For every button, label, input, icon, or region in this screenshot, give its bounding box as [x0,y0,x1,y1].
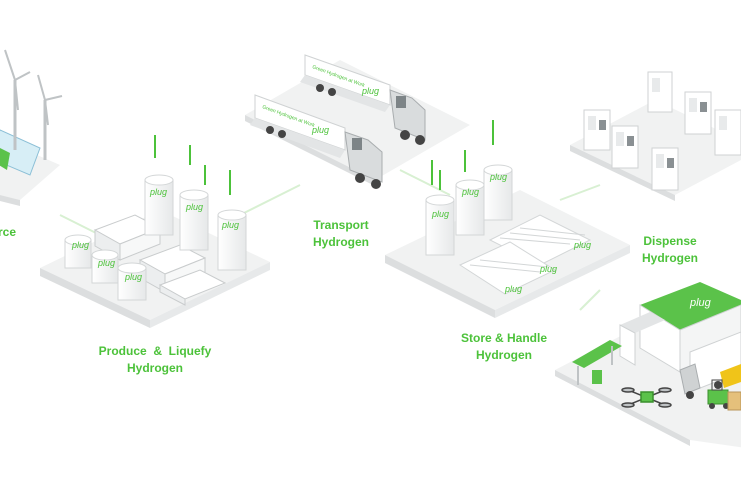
hydrogen-tank-icon [91,249,119,284]
stage-label-store-line1: Store & Handle [460,331,547,345]
plug-logo: plug [124,272,142,282]
plug-logo: plug [71,240,89,250]
dispenser-icon [714,109,741,156]
produce-equipment: plug plug plug plug plug plug [64,135,247,306]
plug-logo: plug [539,264,557,274]
hydrogen-tank-icon [455,179,485,236]
solar-panel-icon [0,129,41,176]
plug-logo: plug [221,220,239,230]
stage-label-transport-line1: Transport [313,218,369,232]
plug-logo: plug [311,125,329,135]
wind-turbine-icon [4,49,31,150]
stage-label-dispense: Dispense Hydrogen [625,233,715,267]
plug-logo: plug [573,240,591,250]
store-equipment: plug plug plug plug plug plug [425,120,592,295]
dispenser-icon [583,109,611,151]
canopy [572,340,622,385]
plug-logo: plug [185,202,203,212]
stage-label-produce-line2: Hydrogen [126,361,183,375]
stage-label-source: rce [0,224,16,241]
source-platform [0,49,63,206]
hydrogen-tank-icon [179,189,209,251]
stage-label-store: Store & Handle Hydrogen [448,330,560,364]
hydrogen-tank-icon [144,174,174,236]
plug-logo: plug [461,187,479,197]
truck-icon: Green Hydrogen at Work plug [250,94,383,189]
container-unit [158,269,227,306]
wind-turbine-icon [37,74,63,160]
plug-logo: plug [689,297,712,309]
plug-logo: plug [97,258,115,268]
plug-logo: plug [361,86,379,96]
stage-label-store-line2: Hydrogen [475,348,532,362]
plug-logo: plug [431,209,449,219]
stage-label-transport-line2: Hydrogen [312,235,369,249]
dispense-equipment [583,71,741,191]
plug-logo: plug [489,172,507,182]
hydrogen-tank-icon [425,194,455,256]
hydrogen-tank-icon [483,164,513,221]
stage-label-transport: Transport Hydrogen [296,217,386,251]
stage-label-dispense-line2: Hydrogen [641,251,698,265]
plug-logo: plug [149,187,167,197]
tube-trailer-icon [458,241,557,295]
forklift-icon [707,379,741,411]
hydrogen-tank-icon [64,234,92,269]
dispenser-icon [647,71,673,113]
stage-label-source-line1: rce [0,225,17,239]
stage-label-produce: Produce & Liquefy Hydrogen [90,343,220,377]
plug-logo: plug [504,284,522,294]
truck-icon [679,331,741,399]
dispenser-icon [611,125,639,169]
hydrogen-tank-icon [117,262,147,301]
stage-label-dispense-line1: Dispense [643,234,697,248]
building-icon: plug [619,282,741,373]
stage-label-produce-line1: Produce & Liquefy [98,344,212,358]
drone-icon [621,387,672,408]
dispenser-icon [684,91,712,135]
dispenser-icon [651,147,679,191]
hydrogen-tank-icon [217,209,247,271]
